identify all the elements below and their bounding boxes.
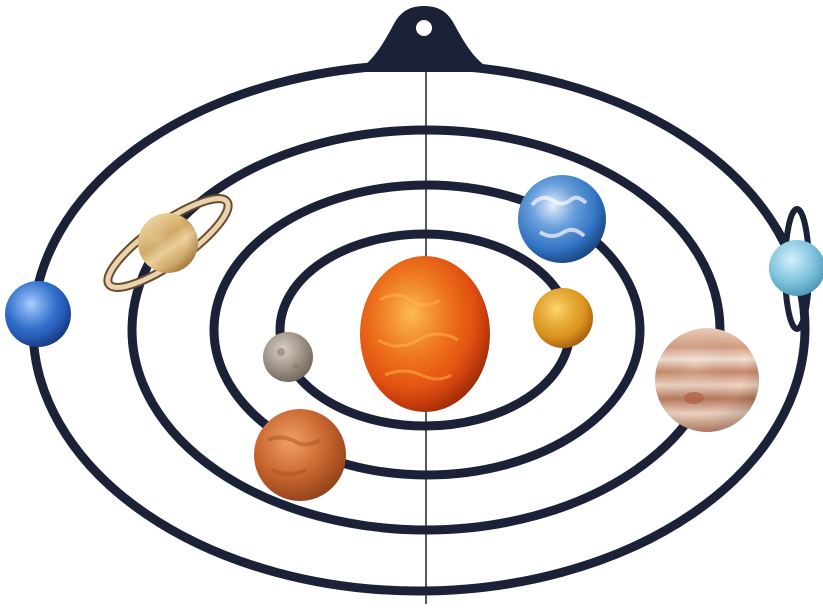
- hanger-hole: [416, 20, 432, 36]
- mercury: [263, 332, 313, 382]
- sun: [360, 256, 490, 412]
- jupiter: [655, 328, 759, 432]
- earth: [518, 175, 606, 263]
- venus: [533, 288, 593, 348]
- neptune: [5, 281, 71, 347]
- mars: [254, 409, 346, 501]
